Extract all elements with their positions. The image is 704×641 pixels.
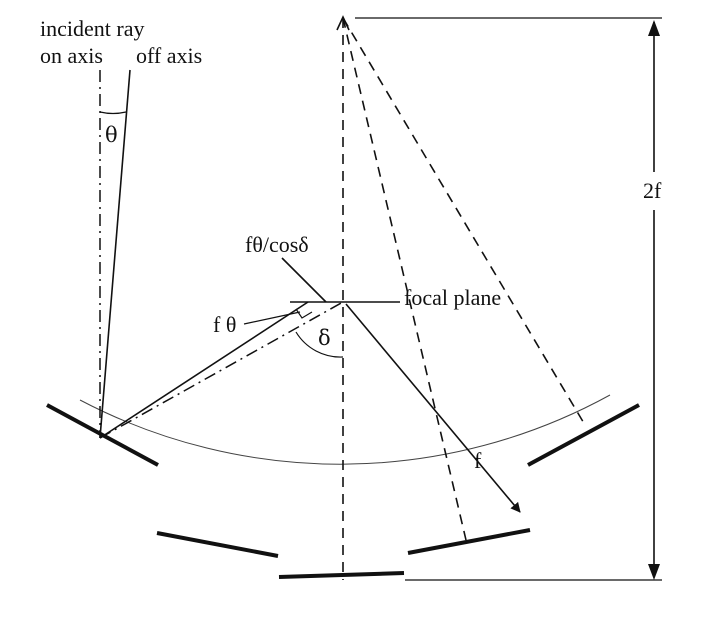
mirror-segment-bottom-left: [156, 531, 279, 558]
mirror-segment-bottom-right: [407, 528, 531, 555]
sphere-arc: [79, 394, 611, 465]
dimension-arrow-up: [648, 20, 660, 36]
focal-length-arrow: [345, 303, 521, 513]
dimension-arrow-down: [648, 564, 660, 580]
label-off-axis: off axis: [136, 43, 202, 68]
dashed-ray-2: [342, 17, 586, 426]
label-focal-plane: focal plane: [404, 285, 501, 310]
right-angle-marker: [295, 308, 313, 319]
delta-angle-arc: [295, 331, 344, 358]
label-delta: δ: [318, 326, 331, 350]
label-f-theta-over-cos-delta: fθ/cosδ: [245, 232, 309, 257]
mirror-segments: [46, 403, 640, 579]
mirror-segment-right: [527, 403, 640, 467]
f-theta-cos-leader: [281, 257, 327, 303]
mirror-segment-left: [46, 403, 159, 467]
dashed-ray-1: [342, 17, 467, 541]
mirror-segment-bottom-center: [278, 571, 405, 579]
f-theta-leader: [243, 311, 301, 325]
theta-angle-arc: [99, 111, 127, 115]
label-2f: 2f: [643, 178, 662, 203]
label-on-axis: on axis: [40, 43, 103, 68]
label-incident-ray: incident ray: [40, 16, 144, 41]
incident-ray-off-axis: [99, 69, 131, 439]
reflected-ray-solid: [99, 301, 309, 439]
label-f: f: [474, 448, 482, 473]
label-f-theta: f θ: [213, 312, 236, 337]
label-theta: θ: [105, 123, 118, 147]
